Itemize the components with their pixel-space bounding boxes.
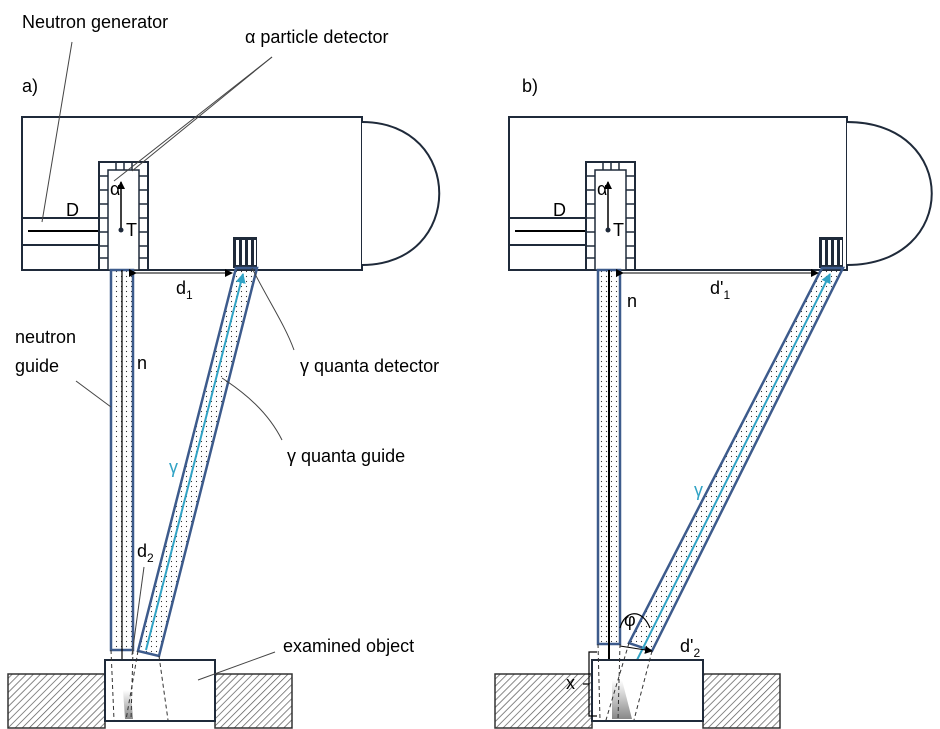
guide-projection bbox=[633, 650, 653, 721]
label-D: D bbox=[66, 200, 79, 220]
housing-dome bbox=[846, 121, 933, 266]
interaction-tail bbox=[123, 690, 133, 719]
panel-b: b) D α T d'1 n γ φ d'2 x bbox=[494, 76, 933, 729]
label-phi: φ bbox=[624, 610, 636, 630]
leader-object bbox=[197, 651, 276, 681]
label-T: T bbox=[613, 220, 624, 240]
label-n: n bbox=[137, 353, 147, 373]
target-point bbox=[118, 227, 124, 233]
label-neutron-generator: Neutron generator bbox=[22, 12, 168, 32]
ground-left bbox=[494, 673, 593, 729]
leader-d2 bbox=[131, 566, 145, 656]
label-alpha: α bbox=[597, 179, 607, 199]
label-n: n bbox=[627, 291, 637, 311]
label-d1: d1 bbox=[176, 278, 193, 302]
phi-arc bbox=[619, 613, 651, 629]
housing-body bbox=[21, 116, 363, 271]
guide-projection bbox=[110, 649, 115, 721]
guide-projection bbox=[597, 643, 601, 721]
gamma-ray bbox=[145, 273, 246, 651]
alpha-detector bbox=[585, 161, 636, 271]
panel-a: Neutron generator α particle detector a)… bbox=[7, 12, 441, 729]
label-alpha-detector: α particle detector bbox=[245, 27, 388, 47]
label-d1-prime: d'1 bbox=[710, 278, 730, 302]
ground-right bbox=[702, 673, 781, 729]
leader-generator bbox=[41, 41, 73, 223]
interaction-tail bbox=[612, 680, 632, 719]
housing-body bbox=[508, 116, 848, 271]
leader-gamma-detector bbox=[251, 267, 295, 351]
ground-left bbox=[7, 673, 106, 729]
guide-projection bbox=[125, 650, 139, 721]
gamma-detector bbox=[819, 237, 843, 268]
label-neutron-guide-1: neutron bbox=[15, 327, 76, 347]
label-T: T bbox=[126, 220, 137, 240]
gamma-guide bbox=[136, 266, 259, 658]
x-bracket bbox=[583, 651, 597, 717]
examined-object-box bbox=[104, 659, 216, 722]
target-point bbox=[605, 227, 611, 233]
housing-dome bbox=[361, 121, 441, 266]
guide-projection bbox=[605, 642, 630, 721]
gamma-ray bbox=[620, 273, 831, 693]
guide-projection bbox=[158, 655, 169, 721]
label-panel-a: a) bbox=[22, 76, 38, 96]
label-x: x bbox=[566, 673, 575, 693]
label-D: D bbox=[553, 200, 566, 220]
leader-alpha bbox=[131, 56, 273, 172]
label-d2-prime: d'2 bbox=[680, 636, 700, 660]
guide-projection bbox=[130, 649, 134, 721]
leader-alpha bbox=[113, 56, 273, 182]
label-gamma-guide: γ quanta guide bbox=[287, 446, 405, 466]
gamma-guide bbox=[627, 266, 846, 653]
label-neutron-guide-2: guide bbox=[15, 356, 59, 376]
leader-neutron-guide bbox=[75, 380, 112, 408]
guide-projection bbox=[617, 643, 621, 721]
label-panel-b: b) bbox=[522, 76, 538, 96]
leader-gamma-guide bbox=[221, 377, 283, 441]
label-alpha: α bbox=[110, 179, 120, 199]
ground-right bbox=[214, 673, 293, 729]
alpha-detector bbox=[98, 161, 149, 271]
gamma-detector bbox=[233, 237, 257, 268]
label-gamma: γ bbox=[169, 457, 178, 477]
label-gamma: γ bbox=[694, 480, 703, 500]
label-gamma-detector: γ quanta detector bbox=[300, 356, 439, 376]
d2-prime-dimension bbox=[619, 645, 653, 654]
label-examined-object: examined object bbox=[283, 636, 414, 656]
label-d2: d2 bbox=[137, 541, 154, 565]
examined-object-box bbox=[591, 659, 704, 722]
